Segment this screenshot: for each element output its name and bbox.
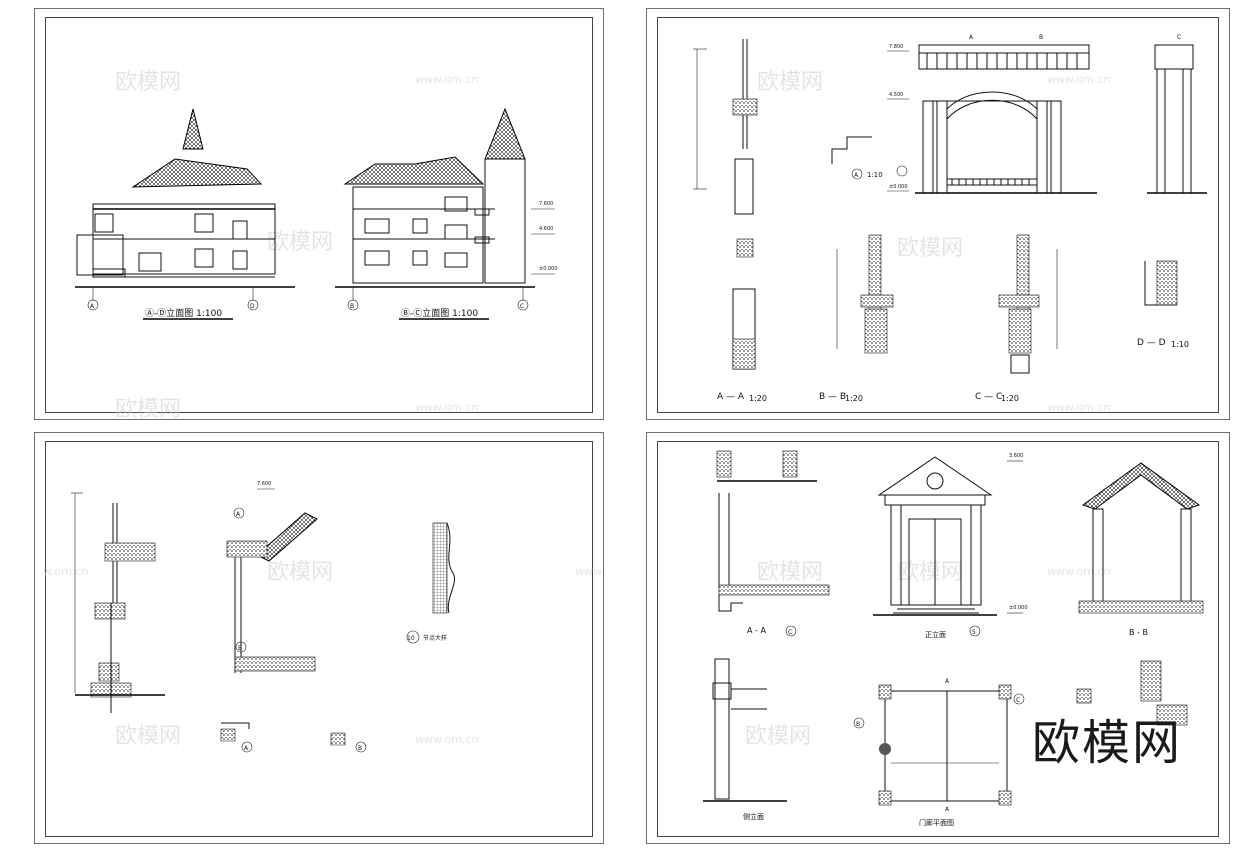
detail-scale: 1:10 [867,171,883,179]
section-title: C — C [975,392,1002,402]
watermark-url: w.om.cn [43,565,88,578]
column-marker [879,743,891,755]
watermark-text: 欧模网 [757,70,823,95]
section-title: A - A [747,626,766,635]
axis-label: 5 [972,629,976,636]
profile-detail-b: B [330,732,367,753]
watermark-text: 欧模网 [757,560,823,585]
elevation-title: 正立面 [925,630,946,639]
profile-detail-a: A [220,722,253,753]
drawing-sheet-porch: 欧模网 欧模网 欧模网 www.om.cn A - A C [646,432,1230,844]
section-title: B — B [819,392,846,402]
porch-front-elevation: 正立面 5 3.600 ±0.000 [873,453,1028,639]
porch-section-a-a: A - A C [716,450,830,637]
eave-section-middle: A B 7.600 [226,481,318,673]
level-mark: 7.600 [539,201,553,207]
watermark-url: www.om.cn [415,733,478,746]
watermark-text: 欧模网 [267,230,333,255]
mark-label: A [969,34,974,41]
eave-details-drawing: 欧模网 欧模网 www.om.cn w.om.cn www.om.cn A [43,481,603,753]
section-scale: 1:20 [1001,394,1019,403]
section-scale: 1:20 [845,394,863,403]
corner-details [1076,660,1188,726]
level-mark: ±0.000 [889,184,908,190]
watermark-url: www.om.cn [415,401,478,414]
detail-a-profile: A 1:10 [831,136,883,180]
baluster-detail-10: 10 节点大样 [406,522,455,644]
axis-label: A [945,806,950,813]
side-elevation: C [1147,34,1207,194]
detail-label: 节点大样 [423,634,447,642]
section-c-c: C — C 1:20 [975,234,1058,403]
watermark-url: www.om.cn [575,565,603,578]
drawing-title: Ⓐ-Ⓓ立面图 1:100 [145,307,222,319]
sheet-frame [657,17,1219,413]
axis-label: C [1016,697,1020,704]
watermark-text: 欧模网 [115,397,181,419]
arch-elevation: A B 7.800 4.500 ±0.000 [887,34,1097,194]
porch-drawing: 欧模网 欧模网 欧模网 www.om.cn A - A C [703,450,1204,827]
sheet-frame [45,441,593,837]
elevation-title: 侧立面 [743,812,764,821]
porch-section-b-b: B - B [1078,462,1204,637]
wall-sections-drawing: 欧模网 www.om.cn 欧模网 www.om.cn A — A 1:20 A… [693,34,1207,414]
plan-title: 门廊平面图 [919,818,954,827]
drawing-sheet-wall-sections: 欧模网 www.om.cn 欧模网 www.om.cn A — A 1:20 A… [646,8,1230,420]
axis-label: B [856,721,860,728]
elevations-drawing: 欧模网 www.om.cn 欧模网 欧模网 www.om.cn A [75,70,558,419]
watermark-text: 欧模网 [897,236,963,261]
level-mark: 7.600 [257,481,271,487]
axis-label: C [788,629,792,636]
section-scale: 1:10 [1171,340,1189,349]
level-mark: 4.600 [539,226,553,232]
porch-plan: B C A A 门廊平面图 [853,678,1025,827]
axis-label: D [250,303,255,310]
level-mark: 3.600 [1009,453,1023,459]
elevation-a-d: A D Ⓐ-Ⓓ立面图 1:100 [75,108,295,320]
watermark-url: www.om.cn [1047,401,1110,414]
section-title: B - B [1129,628,1148,637]
level-mark: ±0.000 [539,266,558,272]
detail-mark: A [244,745,249,752]
watermark-text: 欧模网 [897,560,963,585]
section-b-b: B — B 1:20 [819,234,894,403]
section-title: D — D [1137,338,1166,348]
detail-mark: B [238,645,242,652]
watermark-url: www.om.cn [415,73,478,86]
axis-label: A [945,678,950,685]
axis-label: B [350,303,354,310]
sheet-frame [657,441,1219,837]
watermark-text: 欧模网 [745,724,811,749]
axis-label: C [520,303,524,310]
section-title: A — A [717,392,745,402]
porch-side-elevation: 侧立面 [703,658,787,821]
sheet-frame [45,17,593,413]
wall-section-left [71,492,165,713]
detail-mark: A [236,511,241,518]
mark-label: B [1039,34,1043,41]
level-mark: ±0.000 [1009,605,1028,611]
detail-mark: A [854,172,859,179]
watermark-text: 欧模网 [267,560,333,585]
drawing-sheet-elevations: 欧模网 www.om.cn 欧模网 欧模网 www.om.cn A [34,8,604,420]
watermark-text: 欧模网 [115,724,181,749]
drawing-title: Ⓑ-Ⓒ立面图 1:100 [401,307,478,319]
watermark-text: 欧模网 [115,70,181,95]
watermark-url: www.om.cn [1047,565,1110,578]
level-mark: 7.800 [889,44,903,50]
detail-number: 10 [407,635,415,642]
elevation-b-c: 7.600 4.600 ±0.000 B C Ⓑ-Ⓒ立面图 1:100 [335,107,558,320]
drawing-sheet-eave-details: 欧模网 欧模网 www.om.cn w.om.cn www.om.cn A [34,432,604,844]
axis-label: A [90,303,95,310]
watermark-url: www.om.cn [1047,73,1110,86]
detail-mark: B [358,745,362,752]
section-d-d: D — D 1:10 [1137,260,1189,349]
section-a-a: A — A 1:20 [693,39,767,403]
section-scale: 1:20 [749,394,767,403]
level-mark: 4.500 [889,92,903,98]
watermark-logo: 欧模网 [1031,715,1182,771]
mark-label: C [1177,34,1181,41]
